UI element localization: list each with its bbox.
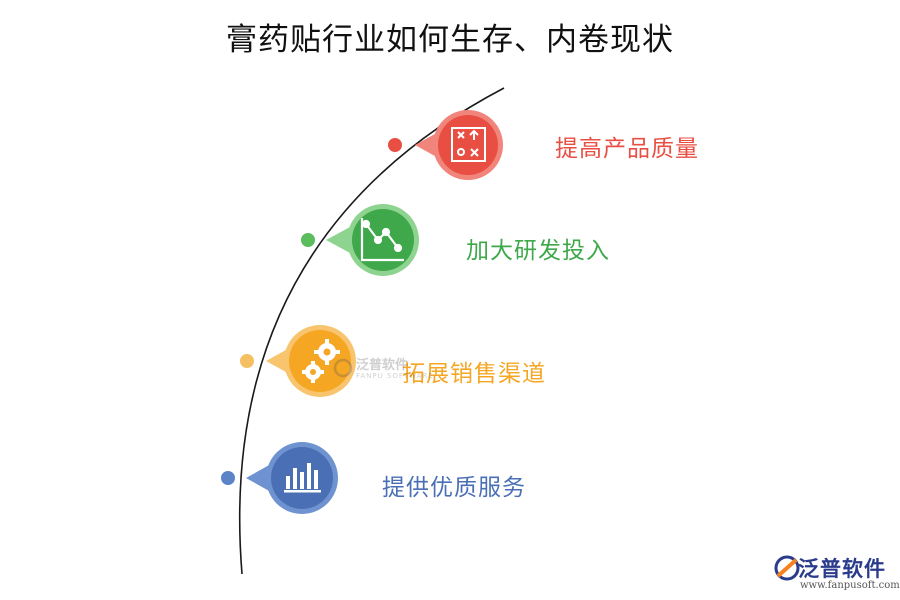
- item-2-dot: [301, 233, 315, 247]
- item-4-label: 提供优质服务: [382, 475, 526, 501]
- watermark-sub: FANPU SOFTWARE: [356, 372, 434, 380]
- item-1-badge-inner: [438, 115, 498, 175]
- brand: 泛普软件 www.fanpusoft.com: [770, 553, 900, 595]
- item-2-node: [301, 204, 419, 276]
- item-1-dot: [388, 138, 402, 152]
- brand-url: www.fanpusoft.com: [800, 580, 900, 591]
- page-title: 膏药贴行业如何生存、内卷现状: [226, 22, 674, 58]
- bar-chart-icon: [284, 463, 321, 493]
- brand-name: 泛普软件: [798, 557, 886, 581]
- line-chart-icon: [360, 218, 404, 262]
- watermark: 泛普软件 FANPU SOFTWARE: [332, 352, 442, 388]
- timeline-arc: [238, 87, 505, 575]
- item-4-node: [221, 442, 338, 514]
- item-3-badge-inner: [289, 330, 351, 392]
- item-1-label: 提高产品质量: [555, 136, 699, 162]
- item-4-dot: [221, 471, 235, 485]
- item-1-node: [388, 110, 503, 180]
- item-3-node: [240, 325, 356, 397]
- watermark-logo-icon: [333, 358, 353, 378]
- watermark-name: 泛普软件: [356, 358, 409, 373]
- brand-logo-icon: [774, 555, 800, 581]
- item-2-label: 加大研发投入: [466, 238, 610, 264]
- item-3-label: 拓展销售渠道: [402, 361, 546, 387]
- gears-icon: [302, 339, 340, 383]
- item-3-dot: [240, 354, 254, 368]
- chart-grid-icon: [451, 127, 486, 162]
